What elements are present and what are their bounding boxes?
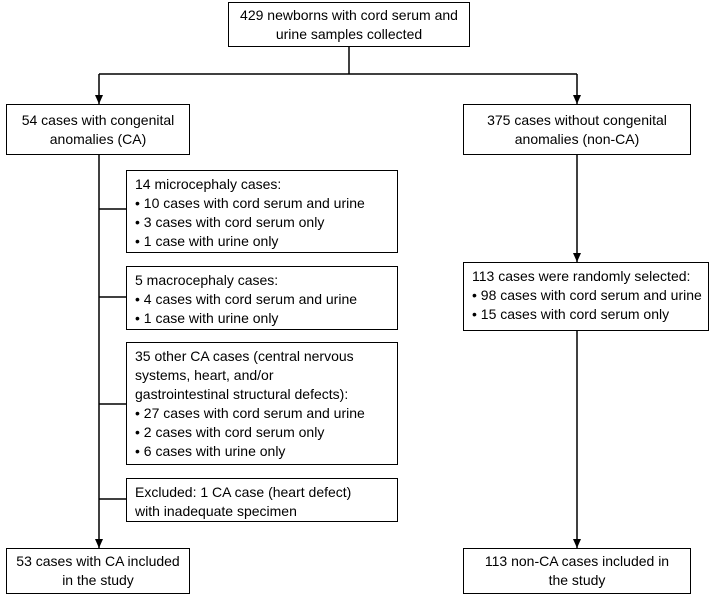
node-randomly-selected-heading: 113 cases were randomly selected:: [472, 268, 691, 284]
node-other-ca-item: 2 cases with cord serum only: [135, 423, 389, 442]
node-ca-final-line: 53 cases with CA included: [16, 553, 180, 569]
node-root-line: 429 newborns with cord serum and: [240, 6, 458, 23]
node-ca-final-line: in the study: [62, 572, 134, 588]
node-microcephaly-item: 1 case with urine only: [135, 232, 389, 251]
node-root-line: urine samples collected: [275, 25, 423, 42]
node-excluded: Excluded: 1 CA case (heart defect) with …: [126, 478, 398, 522]
node-nonca-final: 113 non-CA cases included in the study: [463, 548, 691, 594]
node-microcephaly-item: 10 cases with cord serum and urine: [135, 194, 389, 213]
node-microcephaly-item: 3 cases with cord serum only: [135, 213, 389, 232]
node-other-ca-item: 27 cases with cord serum and urine: [135, 404, 389, 423]
node-excluded-line: with inadequate specimen: [135, 503, 297, 519]
node-microcephaly: 14 microcephaly cases: 10 cases with cor…: [126, 170, 398, 253]
node-nonca-final-line: 113 non-CA cases included in: [484, 553, 670, 569]
node-other-ca-heading: systems, heart, and/or: [135, 367, 274, 383]
node-randomly-selected-item: 15 cases with cord serum only: [472, 305, 700, 324]
node-nonca-final-line: the study: [548, 572, 606, 588]
node-randomly-selected: 113 cases were randomly selected: 98 cas…: [463, 262, 709, 331]
node-excluded-line: Excluded: 1 CA case (heart defect): [135, 484, 352, 500]
node-macrocephaly-item: 4 cases with cord serum and urine: [135, 290, 389, 309]
node-ca-final: 53 cases with CA included in the study: [6, 548, 190, 594]
node-randomly-selected-item: 98 cases with cord serum and urine: [472, 286, 702, 305]
node-ca: 54 cases with congenital anomalies (CA): [6, 104, 190, 155]
node-macrocephaly-item: 1 case with urine only: [135, 309, 389, 328]
node-macrocephaly: 5 macrocephaly cases: 4 cases with cord …: [126, 266, 398, 330]
node-nonca-line: anomalies (non-CA): [514, 130, 640, 147]
node-ca-line: anomalies (CA): [49, 130, 147, 147]
node-nonca: 375 cases without congenital anomalies (…: [463, 104, 691, 155]
node-other-ca-item: 6 cases with urine only: [135, 442, 389, 461]
node-macrocephaly-heading: 5 macrocephaly cases:: [135, 272, 279, 288]
node-other-ca-heading: 35 other CA cases (central nervous: [135, 348, 354, 364]
node-other-ca-heading: gastrointestinal structural defects):: [135, 386, 349, 402]
node-nonca-line: 375 cases without congenital: [487, 111, 667, 128]
node-microcephaly-heading: 14 microcephaly cases:: [135, 176, 282, 192]
node-root: 429 newborns with cord serum and urine s…: [228, 2, 470, 47]
node-ca-line: 54 cases with congenital: [21, 111, 175, 128]
node-other-ca: 35 other CA cases (central nervous syste…: [126, 342, 398, 465]
